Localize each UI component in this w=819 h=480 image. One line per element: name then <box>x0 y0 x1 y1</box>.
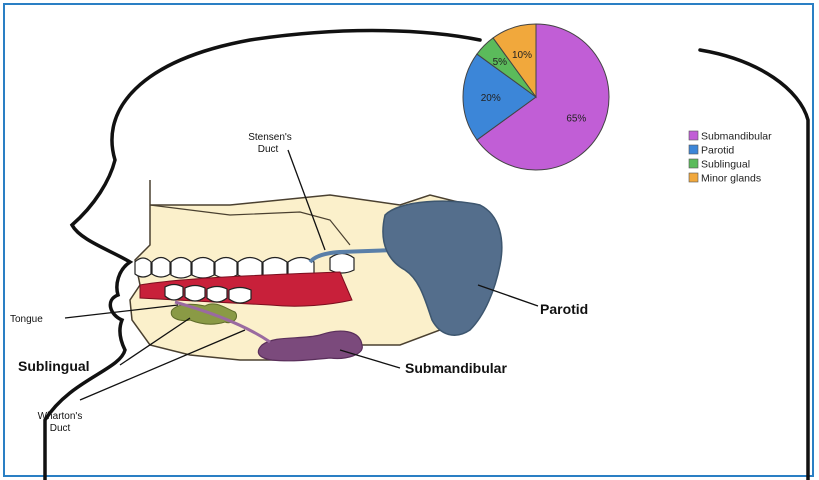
legend-label-sublingual: Sublingual <box>701 159 750 171</box>
label-parotid: Parotid <box>540 301 588 317</box>
legend-swatch-minor-glands <box>689 173 698 182</box>
legend-swatch-parotid <box>689 145 698 154</box>
pie-label-sublingual: 5% <box>493 57 508 68</box>
pie-label-minor-glands: 10% <box>512 50 532 61</box>
legend-label-submandibular: Submandibular <box>701 131 772 143</box>
label-sublingual: Sublingual <box>18 358 90 374</box>
pie-label-parotid: 20% <box>481 93 501 104</box>
legend-swatch-submandibular <box>689 131 698 140</box>
label-tongue: Tongue <box>10 314 43 325</box>
label-stensens-duct-line2: Duct <box>258 144 279 155</box>
label-stensens-duct-line1: Stensen's <box>248 132 292 143</box>
legend-swatch-sublingual <box>689 159 698 168</box>
label-whartons-duct-line1: Wharton's <box>38 411 83 422</box>
pie-chart: 65% 20% 5% 10% <box>463 24 609 170</box>
label-submandibular: Submandibular <box>405 360 507 376</box>
label-whartons-duct-line2: Duct <box>50 423 71 434</box>
legend-label-parotid: Parotid <box>701 145 734 157</box>
legend-label-minor-glands: Minor glands <box>701 173 761 185</box>
pie-label-submandibular: 65% <box>566 114 586 125</box>
